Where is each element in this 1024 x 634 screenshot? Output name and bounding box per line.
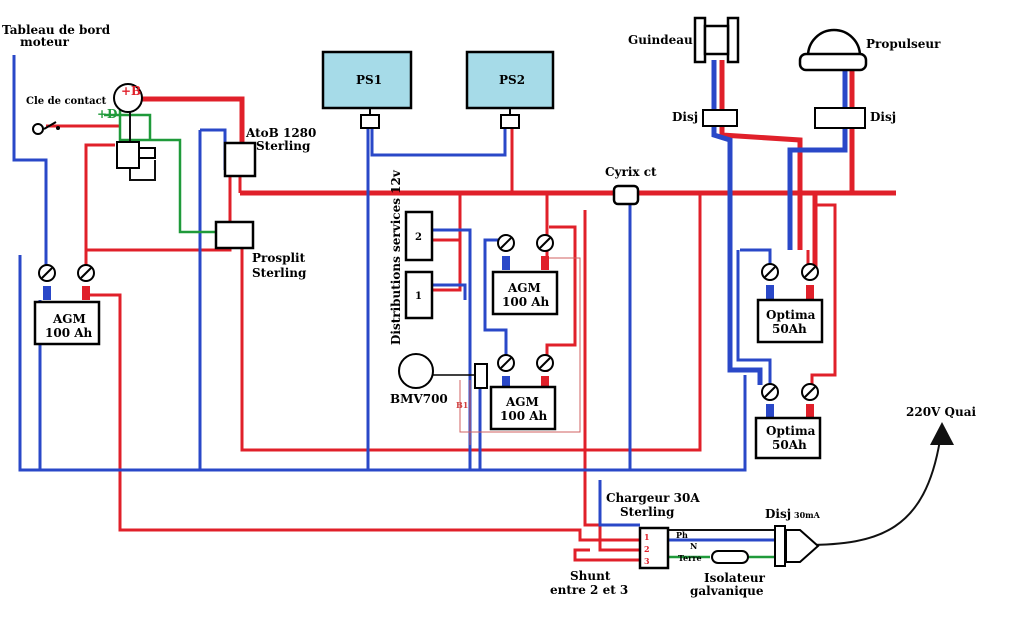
optima-top-label-2: 50Ah xyxy=(772,322,807,336)
n-label: N xyxy=(690,541,697,551)
negative-wires xyxy=(12,55,848,542)
guindeau-label: Guindeau xyxy=(628,33,693,47)
battery-optima-top: Optima 50Ah xyxy=(756,263,824,344)
propulseur-thruster-icon: Propulseur xyxy=(798,28,941,72)
optima-bottom-label-1: Optima xyxy=(766,424,816,438)
agm-left-label-1: AGM xyxy=(52,312,86,326)
disj-30ma: Disj 30mA xyxy=(765,507,821,567)
alternator-d-label: +D xyxy=(97,107,117,121)
disj-guindeau: Disj xyxy=(672,109,738,127)
distrib-box-1-label: 1 xyxy=(415,291,422,302)
b1-label: B1 xyxy=(456,400,468,410)
distrib-box-2-label: 2 xyxy=(415,232,422,243)
terre-label: Terre xyxy=(678,553,702,563)
quai-label: 220V Quai xyxy=(906,405,976,419)
shunt-label-1: Shunt xyxy=(570,569,611,583)
atob-label-2: Sterling xyxy=(256,139,311,153)
disj-30ma-label: Disj xyxy=(765,507,791,521)
alternator: +B +D xyxy=(97,83,143,121)
signal-wires xyxy=(104,108,941,559)
isolateur-galvanique: Isolateur galvanique xyxy=(690,550,766,598)
tableau-title-2: moteur xyxy=(20,35,70,49)
bmv700-monitor: BMV700 B1 xyxy=(390,353,488,410)
battery-optima-bottom: Optima 50Ah xyxy=(754,383,822,460)
distribution-services: Distributions services 12v 2 1 xyxy=(389,169,434,345)
disj-30ma-rating: 30mA xyxy=(794,510,821,520)
prosplit-label-1: Prosplit xyxy=(252,251,306,265)
isolateur-label-2: galvanique xyxy=(690,584,764,598)
distrib-label: Distributions services 12v xyxy=(389,169,403,345)
terminal-negative xyxy=(38,264,56,282)
optima-top-label-1: Optima xyxy=(766,308,816,322)
chargeur-t1: 1 xyxy=(644,532,650,542)
shunt-label-2: entre 2 et 3 xyxy=(550,583,628,597)
ph-label: Ph xyxy=(676,530,688,540)
panel-ps1: PS1 xyxy=(321,50,413,129)
chargeur-t3: 3 xyxy=(644,556,650,566)
ps1-label: PS1 xyxy=(356,73,382,87)
guindeau-windlass-icon: Guindeau xyxy=(628,16,740,64)
ignition-key-icon xyxy=(32,121,60,135)
tableau-title-1: Tableau de bord xyxy=(2,23,111,37)
prosplit-label-2: Sterling xyxy=(252,266,307,280)
agm-bottom-label-2: 100 Ah xyxy=(500,409,548,423)
optima-bottom-label-2: 50Ah xyxy=(772,438,807,452)
bmv-label: BMV700 xyxy=(390,392,448,406)
shore-plug-icon xyxy=(785,529,820,563)
isolateur-label-1: Isolateur xyxy=(704,571,766,585)
terminal-positive xyxy=(77,264,95,282)
shore-power-arrow-icon: 220V Quai xyxy=(906,405,976,445)
disj-right-label: Disj xyxy=(870,110,896,124)
atob-charger: AtoB 1280 Sterling xyxy=(223,126,316,178)
atob-label-1: AtoB 1280 xyxy=(245,126,316,140)
ps2-label: PS2 xyxy=(499,73,525,87)
starter-relay-icon xyxy=(116,141,156,169)
battery-agm-center-top: AGM 100 Ah xyxy=(491,234,559,316)
propulseur-label: Propulseur xyxy=(866,37,941,51)
prosplit: Prosplit Sterling xyxy=(214,220,307,280)
cyrix-relay: Cyrix ct xyxy=(605,165,657,206)
chargeur-label-1: Chargeur 30A xyxy=(606,491,700,505)
chargeur-label-2: Sterling xyxy=(620,505,675,519)
battery-agm-left: AGM 100 Ah xyxy=(33,264,101,346)
agm-bottom-label-1: AGM xyxy=(505,395,539,409)
cle-contact-label: Cle de contact xyxy=(26,96,107,107)
panel-ps2: PS2 xyxy=(465,50,555,129)
battery-agm-center-bottom: AGM 100 Ah xyxy=(489,354,557,431)
chargeur-t2: 2 xyxy=(644,544,650,554)
cyrix-label: Cyrix ct xyxy=(605,165,657,179)
disj-left-label: Disj xyxy=(672,110,698,124)
agm-top-label-2: 100 Ah xyxy=(502,295,550,309)
agm-left-label-2: 100 Ah xyxy=(45,326,93,340)
alternator-b-label: +B xyxy=(121,84,141,98)
disj-propulseur: Disj xyxy=(814,107,896,129)
agm-top-label-1: AGM xyxy=(507,281,541,295)
chargeur-sterling: Chargeur 30A Sterling 1 2 3 Ph N Terre xyxy=(606,491,702,570)
